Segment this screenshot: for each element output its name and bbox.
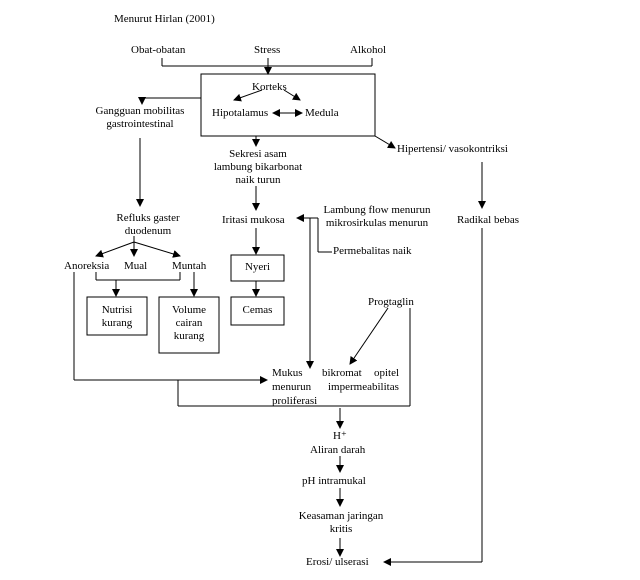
sekresi-line-3: naik turun — [235, 174, 281, 186]
node-iritasi-mukosa: Iritasi mukosa — [222, 214, 285, 226]
node-sekresi-asam: Sekresi asam lambung bikarbonat naik tur… — [206, 148, 310, 187]
mukus-word-6: proliferasi — [272, 395, 318, 407]
refluks-line-2: duodenum — [124, 225, 172, 237]
node-nyeri: Nyeri — [244, 261, 271, 273]
node-nutrisi-kurang: Nutrisi kurang — [87, 304, 147, 330]
node-medula: Medula — [305, 107, 339, 119]
nutrisi-line-2: kurang — [101, 317, 133, 329]
cause-stress: Stress — [254, 44, 281, 56]
mukus-word-4: menurun — [272, 381, 312, 393]
node-hipotalamus: Hipotalamus — [212, 107, 269, 119]
cause-obat: Obat-obatan — [131, 44, 186, 56]
node-keasaman: Keasaman jaringan kritis — [286, 510, 396, 536]
node-h-ion: H⁺ — [333, 430, 347, 442]
node-mual: Mual — [124, 260, 148, 272]
node-anoreksia: Anoreksia — [64, 260, 110, 272]
node-progtaglin: Progtaglin — [368, 296, 414, 308]
keasaman-line-2: kritis — [329, 523, 353, 535]
mukus-word-5: impermeabilitas — [328, 381, 399, 393]
sekresi-line-1: Sekresi asam — [229, 148, 287, 160]
node-muntah: Muntah — [172, 260, 207, 272]
node-ph-intramukal: pH intramukal — [302, 475, 366, 487]
source-caption: Menurut Hirlan (2001) — [114, 13, 215, 25]
node-radikal-bebas: Radikal bebas — [457, 214, 520, 226]
node-aliran-darah: Aliran darah — [310, 444, 366, 456]
node-volume-cairan: Volume cairan kurang — [159, 304, 219, 343]
mukus-word-3: opitel — [374, 367, 400, 379]
volume-line-2: cairan — [175, 317, 203, 329]
mukus-word-2: bikromat — [322, 367, 362, 379]
sekresi-line-2: lambung bikarbonat — [213, 161, 303, 173]
gangguan-line-2: gastrointestinal — [106, 118, 174, 130]
refluks-line-1: Refluks gaster — [116, 212, 180, 224]
cause-alkohol: Alkohol — [350, 44, 387, 56]
node-refluks: Refluks gaster duodenum — [100, 212, 196, 238]
volume-line-1: Volume — [171, 304, 207, 316]
node-gangguan-mobilitas: Gangguan mobilitas gastrointestinal — [82, 105, 198, 131]
node-erosi: Erosi/ ulserasi — [306, 556, 369, 568]
lambung-line-1: Lambung flow menurun — [323, 204, 431, 216]
node-korteks: Korteks — [252, 81, 287, 93]
lambung-line-2: mikrosirkulas menurun — [325, 217, 429, 229]
keasaman-line-1: Keasaman jaringan — [298, 510, 384, 522]
nutrisi-line-1: Nutrisi — [101, 304, 133, 316]
node-cemas: Cemas — [242, 304, 273, 316]
gangguan-line-1: Gangguan mobilitas — [95, 105, 185, 117]
mukus-word-1: Mukus — [272, 367, 303, 379]
volume-line-3: kurang — [173, 330, 205, 342]
node-hipertensi: Hipertensi/ vasokontriksi — [397, 143, 508, 155]
node-lambung-flow: Lambung flow menurun mikrosirkulas menur… — [318, 204, 436, 230]
node-permeabilitas: Permebalitas naik — [333, 245, 412, 257]
